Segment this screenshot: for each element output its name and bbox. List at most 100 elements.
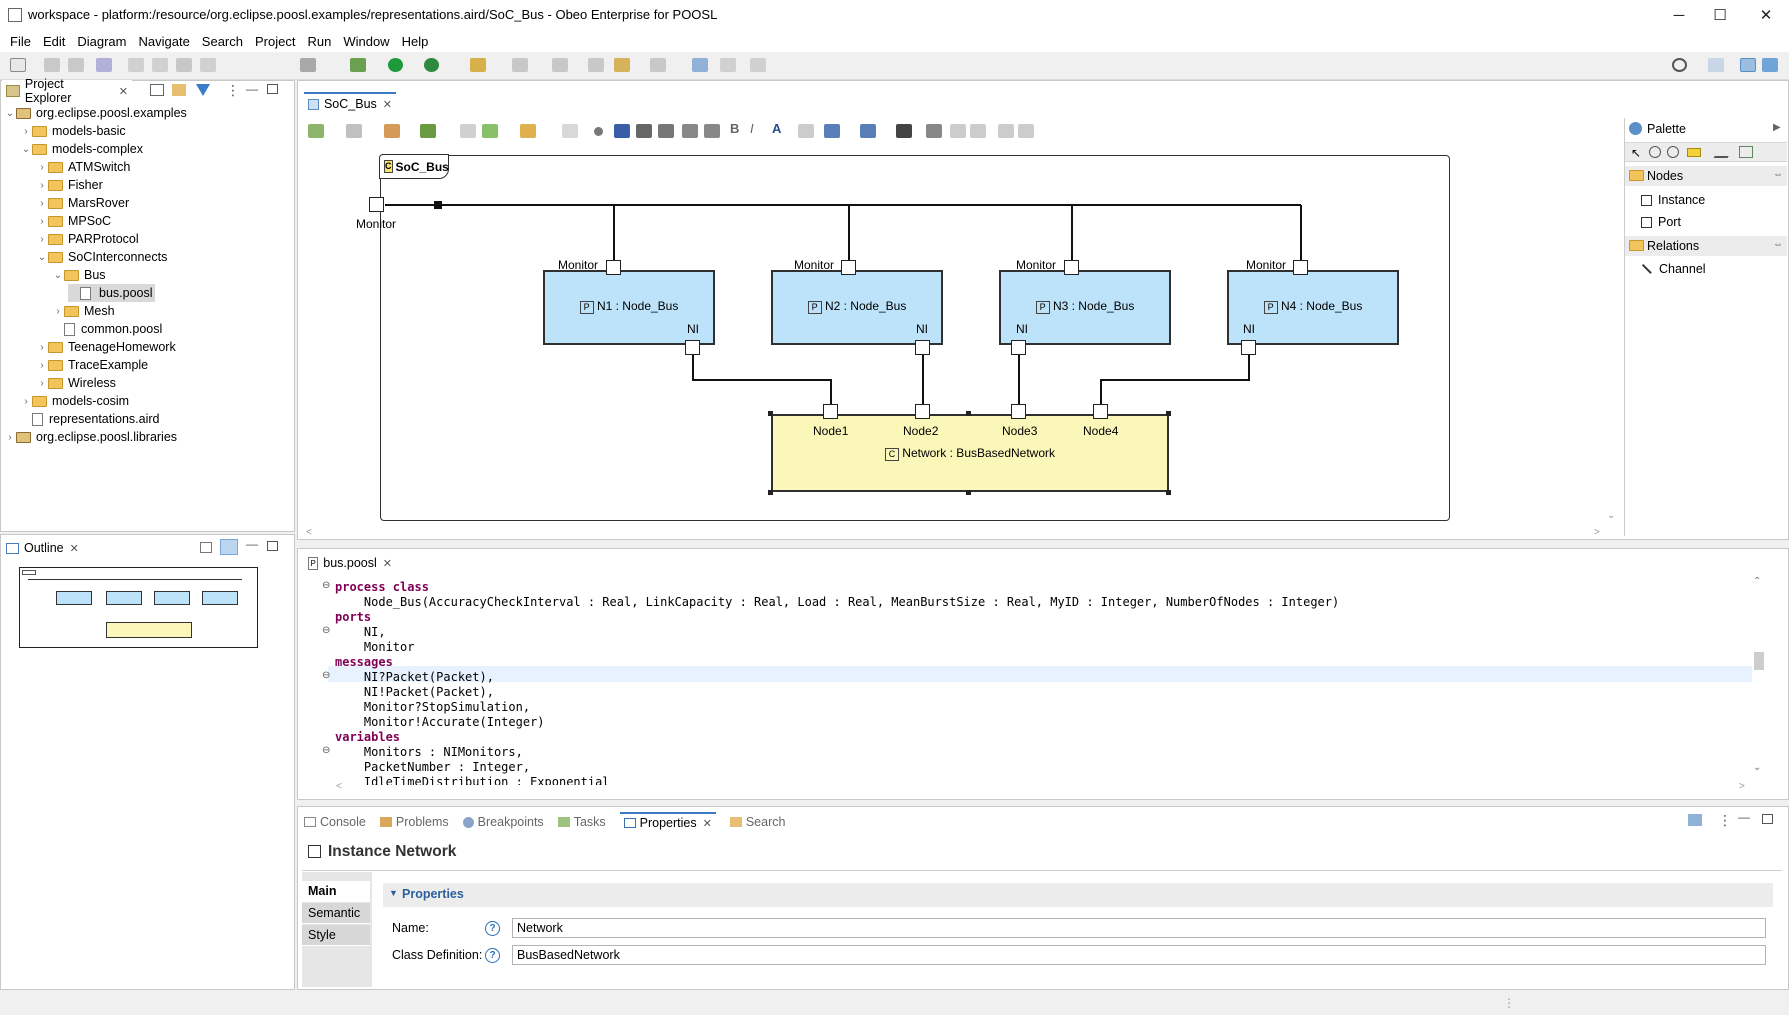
fill-color-icon[interactable]: [824, 124, 840, 138]
hscroll-left-arrow[interactable]: <: [336, 781, 342, 792]
node2-port[interactable]: [915, 404, 930, 419]
n2-ni-port[interactable]: [915, 340, 930, 355]
tree-item[interactable]: ⌄models-complex: [20, 140, 143, 158]
tree-item[interactable]: ›TraceExample: [36, 356, 148, 374]
hide-icon[interactable]: [520, 124, 536, 138]
run-external-icon[interactable]: [424, 58, 439, 72]
chevron-right-icon[interactable]: ›: [40, 359, 44, 371]
overview-mode-icon[interactable]: [220, 539, 238, 555]
node-n2[interactable]: P N2 : Node_Bus: [771, 270, 943, 345]
scroll-up-arrow[interactable]: ⌃: [1753, 576, 1762, 587]
node-n3[interactable]: P N3 : Node_Bus: [999, 270, 1171, 345]
misc-icon[interactable]: [750, 58, 766, 72]
minimize-button[interactable]: ─: [1673, 6, 1685, 24]
tree-item[interactable]: ›MarsRover: [36, 194, 129, 212]
tab-project-explorer[interactable]: Project Explorer ✕: [2, 77, 132, 105]
palette-collapse-icon[interactable]: ▶: [1773, 122, 1781, 133]
palette-item-port[interactable]: Port: [1641, 213, 1681, 231]
chevron-right-icon[interactable]: ›: [8, 431, 12, 443]
label-hide-icon[interactable]: [658, 124, 674, 138]
new-icon[interactable]: [10, 58, 26, 72]
toggle-icon[interactable]: [720, 58, 736, 72]
delete-icon[interactable]: [682, 124, 698, 138]
node-n4[interactable]: P N4 : Node_Bus: [1227, 270, 1399, 345]
back-icon[interactable]: [614, 58, 630, 72]
tree-item[interactable]: representations.aird: [20, 410, 159, 428]
note-icon[interactable]: [1687, 148, 1701, 157]
open-task-icon[interactable]: [470, 58, 486, 72]
tab-breakpoints[interactable]: Breakpoints: [462, 812, 544, 832]
collapse-all-icon[interactable]: [150, 84, 164, 96]
arrange-all-icon[interactable]: [308, 124, 324, 138]
tree-item[interactable]: ›PARProtocol: [36, 230, 138, 248]
menu-file[interactable]: File: [10, 33, 31, 49]
sirius-perspective-icon[interactable]: [1740, 58, 1756, 72]
filters-icon[interactable]: [420, 124, 436, 138]
run-icon[interactable]: [388, 58, 403, 72]
tree-item[interactable]: ⌄Bus: [52, 266, 106, 284]
menu-navigate[interactable]: Navigate: [138, 33, 190, 49]
font-icon[interactable]: [798, 124, 814, 138]
menu-window[interactable]: Window: [343, 33, 390, 49]
tree-item[interactable]: ›org.eclipse.poosl.libraries: [4, 428, 177, 446]
outline-thumbnail[interactable]: [19, 567, 258, 648]
font-color-icon[interactable]: A: [772, 121, 782, 136]
maximize-view-icon[interactable]: [267, 541, 278, 551]
fold-icon[interactable]: ⊖: [322, 670, 331, 681]
tree-item[interactable]: ›ATMSwitch: [36, 158, 130, 176]
menu-search[interactable]: Search: [201, 33, 243, 49]
tab-problems[interactable]: Problems: [379, 812, 449, 832]
save-all-icon[interactable]: [68, 58, 84, 72]
maximize-view-icon[interactable]: [1762, 814, 1773, 824]
previous-annotation-icon[interactable]: [552, 58, 568, 72]
n1-monitor-port[interactable]: [606, 260, 621, 275]
chevron-right-icon[interactable]: ›: [40, 377, 44, 389]
soc-bus-container[interactable]: [380, 155, 1450, 521]
line-icon[interactable]: [614, 124, 630, 138]
chevron-down-icon[interactable]: ⌄: [21, 143, 31, 155]
save-icon[interactable]: [44, 58, 60, 72]
open-perspective-icon[interactable]: [1708, 58, 1724, 72]
minimize-view-icon[interactable]: —: [1738, 810, 1750, 824]
name-field[interactable]: Network: [512, 918, 1766, 938]
menu-help[interactable]: Help: [401, 33, 429, 49]
scroll-right-arrow[interactable]: >: [1594, 527, 1600, 538]
tree-item[interactable]: ›models-basic: [20, 122, 125, 140]
view-menu-icon[interactable]: ⋮: [1718, 812, 1732, 828]
tree-item[interactable]: ›Wireless: [36, 374, 116, 392]
external-tools-icon[interactable]: [300, 58, 316, 72]
link-editor-icon[interactable]: [172, 84, 186, 96]
tree-item[interactable]: common.poosl: [52, 320, 162, 338]
chevron-right-icon[interactable]: ›: [56, 305, 60, 317]
zoom-in-icon[interactable]: [1649, 146, 1661, 158]
close-icon[interactable]: ✕: [382, 557, 392, 570]
outline-mode-icon[interactable]: [200, 542, 212, 553]
select-tool-icon[interactable]: ↖: [1631, 146, 1642, 160]
view-menu-icon[interactable]: ⋮: [226, 82, 240, 98]
menu-run[interactable]: Run: [307, 33, 332, 49]
palette-item-instance[interactable]: Instance: [1641, 191, 1705, 209]
fold-icon[interactable]: ⊖: [322, 625, 331, 636]
class-definition-field[interactable]: BusBasedNetwork: [512, 945, 1766, 965]
representation-link-icon[interactable]: [1739, 146, 1753, 158]
menu-diagram[interactable]: Diagram: [77, 33, 127, 49]
menu-edit[interactable]: Edit: [42, 33, 66, 49]
close-icon[interactable]: ✕: [382, 98, 392, 111]
chevron-right-icon[interactable]: ›: [40, 215, 44, 227]
scroll-thumb[interactable]: [1754, 652, 1764, 670]
soc-bus-title[interactable]: C SoC_Bus: [379, 154, 449, 179]
palette-group-nodes[interactable]: Nodes ⇔: [1625, 166, 1787, 186]
node1-port[interactable]: [823, 404, 838, 419]
filter-icon[interactable]: [196, 84, 210, 96]
chevron-down-icon[interactable]: ⌄: [37, 251, 47, 263]
minimize-view-icon[interactable]: —: [246, 82, 258, 96]
refresh-icon[interactable]: [950, 124, 966, 138]
last-edit-icon[interactable]: [588, 58, 604, 72]
scroll-down-arrow[interactable]: ⌄: [1753, 762, 1762, 773]
help-icon[interactable]: ?: [485, 921, 500, 936]
maximize-view-icon[interactable]: [267, 84, 278, 94]
pin-editor-icon[interactable]: [692, 58, 708, 72]
close-icon[interactable]: ✕: [118, 85, 128, 98]
snap-icon[interactable]: [1018, 124, 1034, 138]
group-pin-icon[interactable]: ⇔: [1773, 239, 1783, 250]
